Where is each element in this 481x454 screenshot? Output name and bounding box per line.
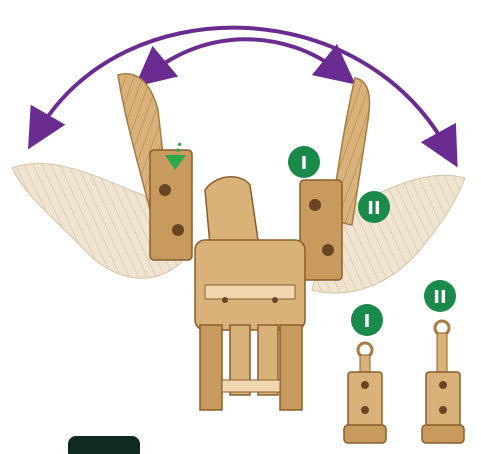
svg-text:II: II [367,198,380,219]
part-left [343,341,387,444]
svg-text:I: I [301,153,308,174]
badge-wing-right-top: II [358,191,390,223]
lowered-wing-right [311,174,466,294]
svg-text:II: II [433,287,446,308]
badge-part-left: I [351,304,383,336]
raised-wing-right [299,77,371,281]
corner-tab [68,436,140,454]
raised-wing-left [117,73,193,261]
pegasus-body [194,176,306,411]
badge-part-right: II [424,280,456,312]
badge-wing-left-top: I [288,146,320,178]
hint-arrow-icon [165,142,186,170]
svg-text:I: I [364,311,371,332]
part-right [421,319,465,444]
lowered-wing-left [11,163,183,279]
rotation-arrows-icon [27,25,458,168]
